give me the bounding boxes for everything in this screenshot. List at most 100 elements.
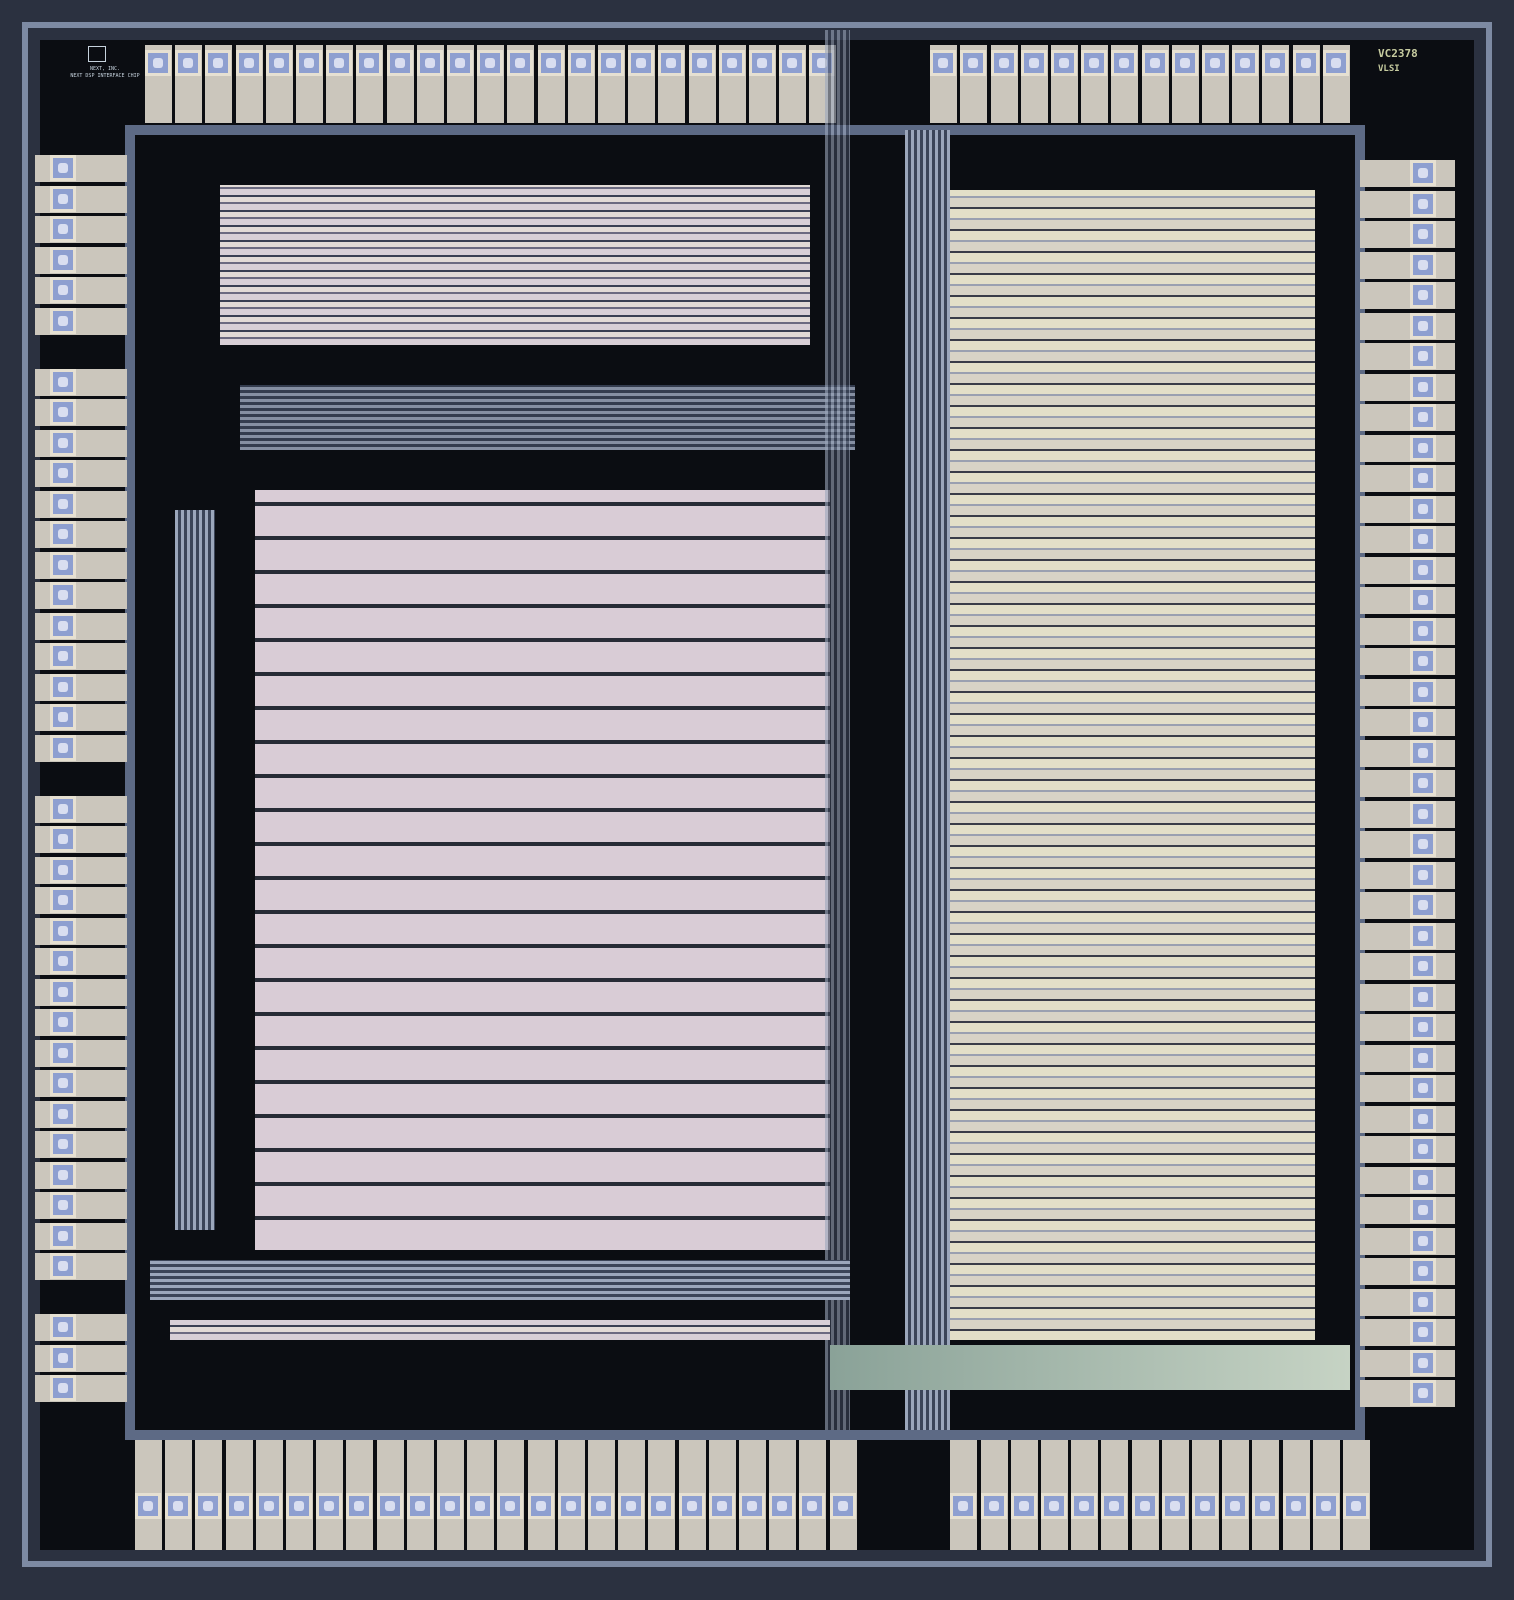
pad-cell [35, 368, 127, 396]
bond-pad [537, 50, 564, 76]
bond-pad [50, 1253, 76, 1279]
bond-pad [930, 50, 957, 76]
bond-pad [296, 50, 322, 76]
bond-pad [960, 50, 987, 76]
bond-pad [50, 795, 76, 822]
bond-pad [1410, 770, 1436, 796]
bond-pad [50, 1161, 76, 1188]
bond-pad [1410, 1105, 1436, 1132]
bond-pad [1410, 861, 1436, 888]
bond-pad [50, 399, 76, 425]
pad-cell [35, 1009, 127, 1036]
bond-pad [1410, 343, 1436, 369]
bond-pad [1312, 1493, 1339, 1519]
pad-cell [35, 429, 127, 457]
bond-pad [50, 1192, 76, 1218]
pad-cell [1360, 404, 1455, 431]
bond-pad [1410, 312, 1436, 339]
bond-pad [406, 1493, 433, 1519]
bond-pad [50, 1222, 76, 1249]
bottom-bus [150, 1260, 850, 1300]
pad-cell [1360, 221, 1455, 248]
pad-cell [1360, 1319, 1455, 1346]
pad-cell [1360, 709, 1455, 736]
bond-pad [50, 490, 76, 517]
bond-pad [990, 50, 1017, 76]
pad-cell [35, 1100, 127, 1128]
bond-pad [50, 1375, 76, 1401]
bond-pad [50, 368, 76, 395]
pad-cell [35, 1039, 127, 1067]
bond-pad [1410, 1227, 1436, 1254]
bottom-routing [830, 1345, 1350, 1390]
bond-pad [1410, 282, 1436, 308]
pad-cell [35, 582, 127, 609]
pad-cell [35, 399, 127, 426]
bond-pad [1410, 1258, 1436, 1284]
pad-cell [1360, 1258, 1455, 1285]
bond-pad [1410, 373, 1436, 400]
bond-pad [1232, 50, 1259, 76]
bond-pad [50, 704, 76, 730]
bond-pad [50, 155, 76, 181]
bond-pad [467, 1493, 494, 1519]
pad-cell [35, 521, 127, 548]
bond-pad [1051, 50, 1077, 76]
bond-pad [205, 50, 232, 76]
bond-pad [1081, 50, 1108, 76]
bond-pad [1410, 556, 1436, 583]
pad-cell [35, 948, 127, 975]
logic-block-right [950, 190, 1315, 1340]
bond-pad [1410, 892, 1436, 918]
bond-pad [255, 1493, 282, 1519]
bond-pad [416, 50, 443, 76]
bond-pad [1410, 953, 1436, 979]
bond-pad [799, 1493, 826, 1519]
bond-pad [658, 50, 685, 76]
bond-pad [1282, 1493, 1309, 1519]
bond-pad [1252, 1493, 1279, 1519]
bond-pad [1020, 50, 1047, 76]
bond-pad [316, 1493, 343, 1519]
bond-pad [1410, 221, 1436, 247]
bond-pad [628, 50, 655, 76]
bond-pad [376, 1493, 403, 1519]
bond-pad [1071, 1493, 1098, 1519]
pad-cell [35, 1314, 127, 1341]
pad-cell [1360, 648, 1455, 675]
vertical-bus-2 [825, 30, 850, 1430]
pad-cell [1360, 190, 1455, 218]
bond-pad [195, 1493, 222, 1519]
bond-pad [1410, 678, 1436, 705]
bond-pad [50, 460, 76, 486]
pad-cell [1360, 282, 1455, 309]
bond-pad [1410, 434, 1436, 461]
bond-pad [50, 521, 76, 547]
pad-cell [1360, 343, 1455, 370]
marking-line2: NEXT DSP INTERFACE CHIP [70, 73, 140, 79]
pad-cell [35, 917, 127, 945]
bond-pad [386, 50, 413, 76]
bond-pad [527, 1493, 554, 1519]
pad-cell [35, 155, 127, 182]
bond-pad [50, 307, 76, 334]
pad-cell [35, 1253, 127, 1280]
pad-cell [1360, 1014, 1455, 1041]
bond-pad [1262, 50, 1289, 76]
bond-pad [648, 1493, 675, 1519]
bond-pad [1410, 1044, 1436, 1071]
bond-pad [749, 50, 775, 76]
pad-cell [1360, 739, 1455, 767]
bond-pad [326, 50, 353, 76]
left-marking: NEXT, INC. NEXT DSP INTERFACE CHIP [55, 66, 155, 80]
bond-pad [1041, 1493, 1067, 1519]
bond-pad [1292, 50, 1319, 76]
pad-cell [1360, 617, 1455, 645]
bond-pad [50, 948, 76, 974]
bond-pad [739, 1493, 765, 1519]
bond-pad [1410, 1075, 1436, 1101]
bond-pad [1410, 160, 1436, 186]
pad-cell [35, 673, 127, 701]
bond-pad [1410, 526, 1436, 552]
bond-pad [1410, 404, 1436, 430]
